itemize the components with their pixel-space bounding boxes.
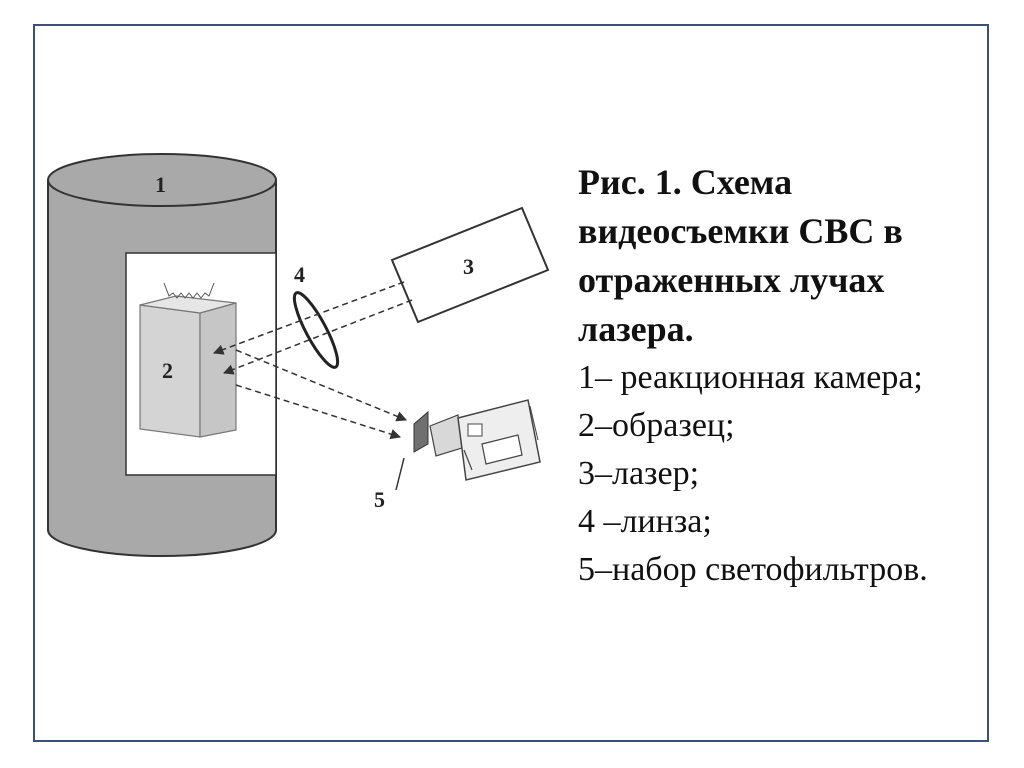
lens bbox=[292, 291, 340, 369]
reflected-beams bbox=[235, 349, 407, 440]
video-camera-icon bbox=[429, 399, 541, 481]
filter-set bbox=[395, 410, 429, 491]
sample bbox=[139, 295, 237, 438]
legend-item: 2–образец; bbox=[578, 407, 735, 444]
figure-caption: Рис. 1. Схема видеосъемки СВС в отраженн… bbox=[578, 158, 978, 594]
legend-item: 3–лазер; bbox=[578, 455, 700, 492]
slide-frame bbox=[33, 24, 989, 742]
heating-coil bbox=[163, 282, 215, 299]
label-filters: 5 bbox=[374, 487, 385, 512]
label-lens: 4 bbox=[294, 262, 305, 287]
label-sample: 2 bbox=[162, 358, 173, 383]
label-laser: 3 bbox=[463, 254, 474, 279]
laser-beams bbox=[213, 281, 413, 375]
legend-item: 1– реакционная камера; bbox=[578, 359, 923, 396]
label-chamber: 1 bbox=[155, 172, 166, 197]
legend-item: 4 –линза; bbox=[578, 503, 712, 540]
caption-title: Рис. 1. Схема видеосъемки СВС в отраженн… bbox=[578, 162, 903, 349]
legend-item: 5–набор светофильтров. bbox=[578, 551, 928, 588]
